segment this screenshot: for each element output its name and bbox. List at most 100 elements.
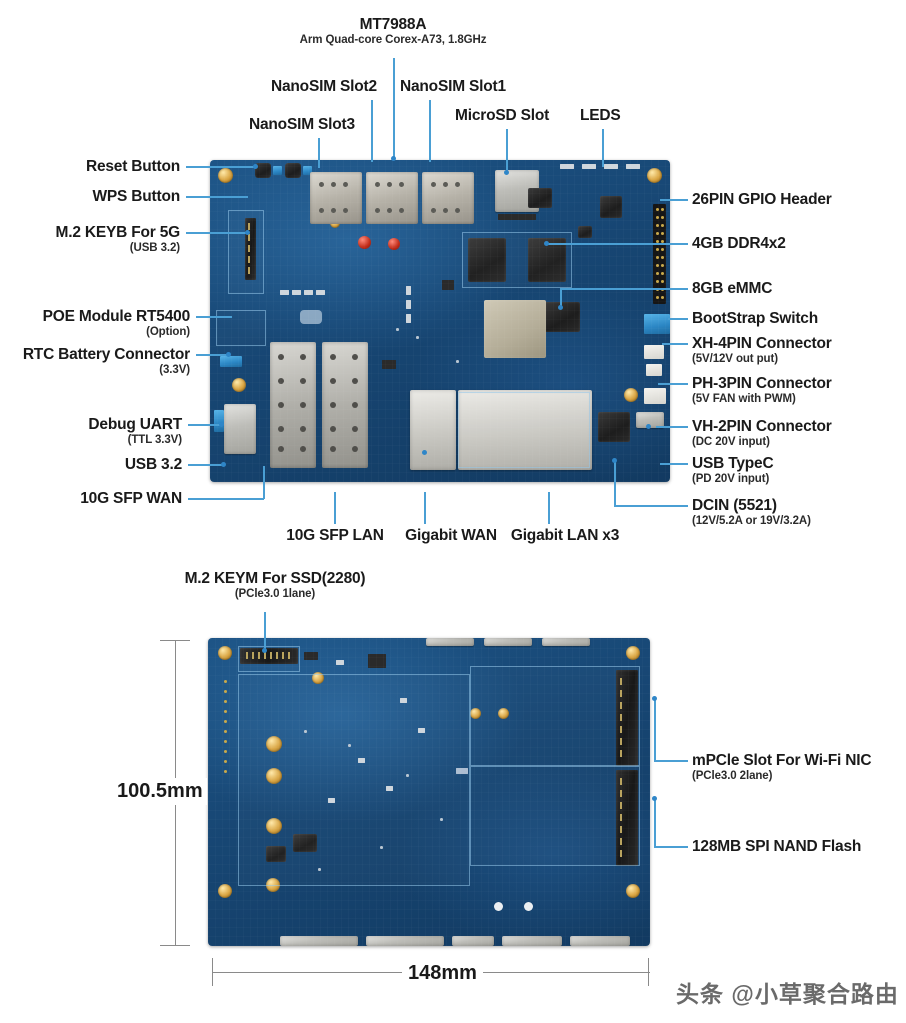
pcb-via bbox=[456, 360, 459, 363]
label-gigabit-wan: Gigabit WAN bbox=[388, 527, 514, 545]
leader-dot bbox=[422, 450, 427, 455]
label-text: 10G SFP WAN bbox=[80, 490, 182, 507]
mounting-hole bbox=[232, 378, 246, 392]
smd-component bbox=[292, 290, 301, 295]
smd-component bbox=[406, 286, 411, 295]
label-usb-typec: USB TypeC (PD 20V input) bbox=[692, 455, 774, 487]
label-text: 8GB eMMC bbox=[692, 280, 773, 297]
leader-line bbox=[188, 498, 264, 500]
label-spi-nand-flash: 128MB SPI NAND Flash bbox=[692, 838, 861, 856]
label-text: NanoSIM Slot3 bbox=[249, 116, 355, 133]
leader-dot bbox=[646, 424, 651, 429]
smd-component bbox=[400, 698, 407, 703]
leader-dot bbox=[253, 164, 258, 169]
gpio-header-part bbox=[653, 204, 666, 304]
leader-line bbox=[546, 243, 688, 245]
capacitor bbox=[388, 238, 400, 250]
label-text: NanoSIM Slot1 bbox=[400, 78, 506, 95]
pcb-via bbox=[348, 744, 351, 747]
mounting-hole bbox=[266, 736, 282, 752]
led-indicator bbox=[604, 164, 618, 169]
wps-button-part bbox=[285, 163, 301, 178]
label-text: USB 3.2 bbox=[124, 456, 182, 473]
label-nanosim-slot1: NanoSIM Slot1 bbox=[400, 78, 506, 96]
bpi-logo-silk bbox=[300, 310, 322, 324]
leader-line bbox=[264, 612, 266, 652]
xh-4pin-connector-part bbox=[644, 345, 664, 359]
label-sub: (PD 20V input) bbox=[692, 473, 770, 486]
mounting-hole bbox=[312, 672, 324, 684]
silkscreen-outline bbox=[228, 210, 264, 294]
leader-line bbox=[188, 424, 222, 426]
bottom-board-photo bbox=[208, 638, 650, 946]
dimension-width-text: 148mm bbox=[402, 960, 483, 987]
usb-typec-port bbox=[636, 412, 664, 428]
leader-line bbox=[548, 492, 550, 524]
smd-component bbox=[304, 290, 313, 295]
label-text: 26PIN GPIO Header bbox=[692, 191, 832, 208]
leader-dot bbox=[652, 796, 657, 801]
leader-line bbox=[662, 343, 688, 345]
label-sub: (3.3V) bbox=[159, 364, 190, 377]
pcb-via bbox=[406, 774, 409, 777]
silkscreen-outline bbox=[462, 232, 572, 288]
silkscreen-outline bbox=[238, 674, 470, 886]
edge-connector bbox=[303, 166, 312, 175]
edge-port bbox=[542, 638, 590, 646]
leader-line bbox=[424, 492, 426, 524]
mounting-hole bbox=[266, 818, 282, 834]
leader-line bbox=[668, 318, 688, 320]
leader-dot bbox=[262, 648, 267, 653]
debug-uart-header bbox=[214, 410, 224, 432]
leader-line bbox=[654, 760, 688, 762]
label-gpio-header: 26PIN GPIO Header bbox=[692, 191, 832, 209]
label-4gb-ddr4: 4GB DDR4x2 bbox=[692, 235, 786, 253]
nanosim-slot-1 bbox=[422, 172, 474, 224]
mounting-hole bbox=[626, 884, 640, 898]
bootstrap-switch-part bbox=[644, 314, 670, 334]
label-10g-sfp-lan: 10G SFP LAN bbox=[272, 527, 398, 545]
edge-port bbox=[502, 936, 562, 946]
smd-component bbox=[280, 290, 289, 295]
label-sub: (PCle3.0 2lane) bbox=[692, 770, 773, 783]
leader-line bbox=[614, 462, 616, 506]
smd-component bbox=[406, 314, 411, 323]
pcb-via bbox=[396, 328, 399, 331]
pcb-via bbox=[416, 336, 419, 339]
label-sub: (DC 20V input) bbox=[692, 436, 770, 449]
smd-component bbox=[524, 902, 533, 911]
label-debug-uart: Debug UART (TTL 3.3V) bbox=[30, 416, 182, 448]
label-sub: (USB 3.2) bbox=[129, 242, 180, 255]
dimension-tick bbox=[648, 958, 650, 986]
dimension-tick bbox=[160, 640, 190, 642]
gigabit-wan-port bbox=[410, 390, 456, 470]
label-sub: (PCle3.0 1lane) bbox=[234, 588, 316, 601]
leader-line bbox=[654, 700, 656, 762]
leader-line bbox=[263, 466, 265, 499]
label-text: VH-2PIN Connector bbox=[692, 418, 832, 435]
mt7988a-soc bbox=[484, 300, 546, 358]
leader-line bbox=[660, 199, 688, 201]
leader-dot bbox=[226, 352, 231, 357]
label-8gb-emmc: 8GB eMMC bbox=[692, 280, 772, 298]
label-mt7988a: MT7988A Arm Quad-core Corex-A73, 1.8GHz bbox=[283, 16, 503, 48]
label-text: mPCle Slot For Wi-Fi NIC bbox=[692, 752, 872, 769]
label-text: PH-3PIN Connector bbox=[692, 375, 832, 392]
m2-keyb-connector bbox=[245, 218, 256, 280]
label-gigabit-lan-x3: Gigabit LAN x3 bbox=[494, 527, 636, 545]
gigabit-lan-ports bbox=[458, 390, 592, 470]
edge-port bbox=[366, 936, 444, 946]
label-bootstrap-switch: BootStrap Switch bbox=[692, 310, 818, 328]
pcb-via bbox=[380, 846, 383, 849]
dimension-tick bbox=[160, 945, 190, 947]
leader-line bbox=[614, 505, 688, 507]
edge-port bbox=[452, 936, 494, 946]
mounting-hole bbox=[218, 168, 233, 183]
label-text: WPS Button bbox=[92, 188, 180, 205]
ic-chip bbox=[578, 226, 592, 238]
label-sub: (5V/12V out put) bbox=[692, 353, 778, 366]
leader-dot bbox=[544, 241, 549, 246]
ic-chip bbox=[266, 846, 286, 862]
pcb-via bbox=[318, 868, 321, 871]
leader-line bbox=[334, 492, 336, 524]
